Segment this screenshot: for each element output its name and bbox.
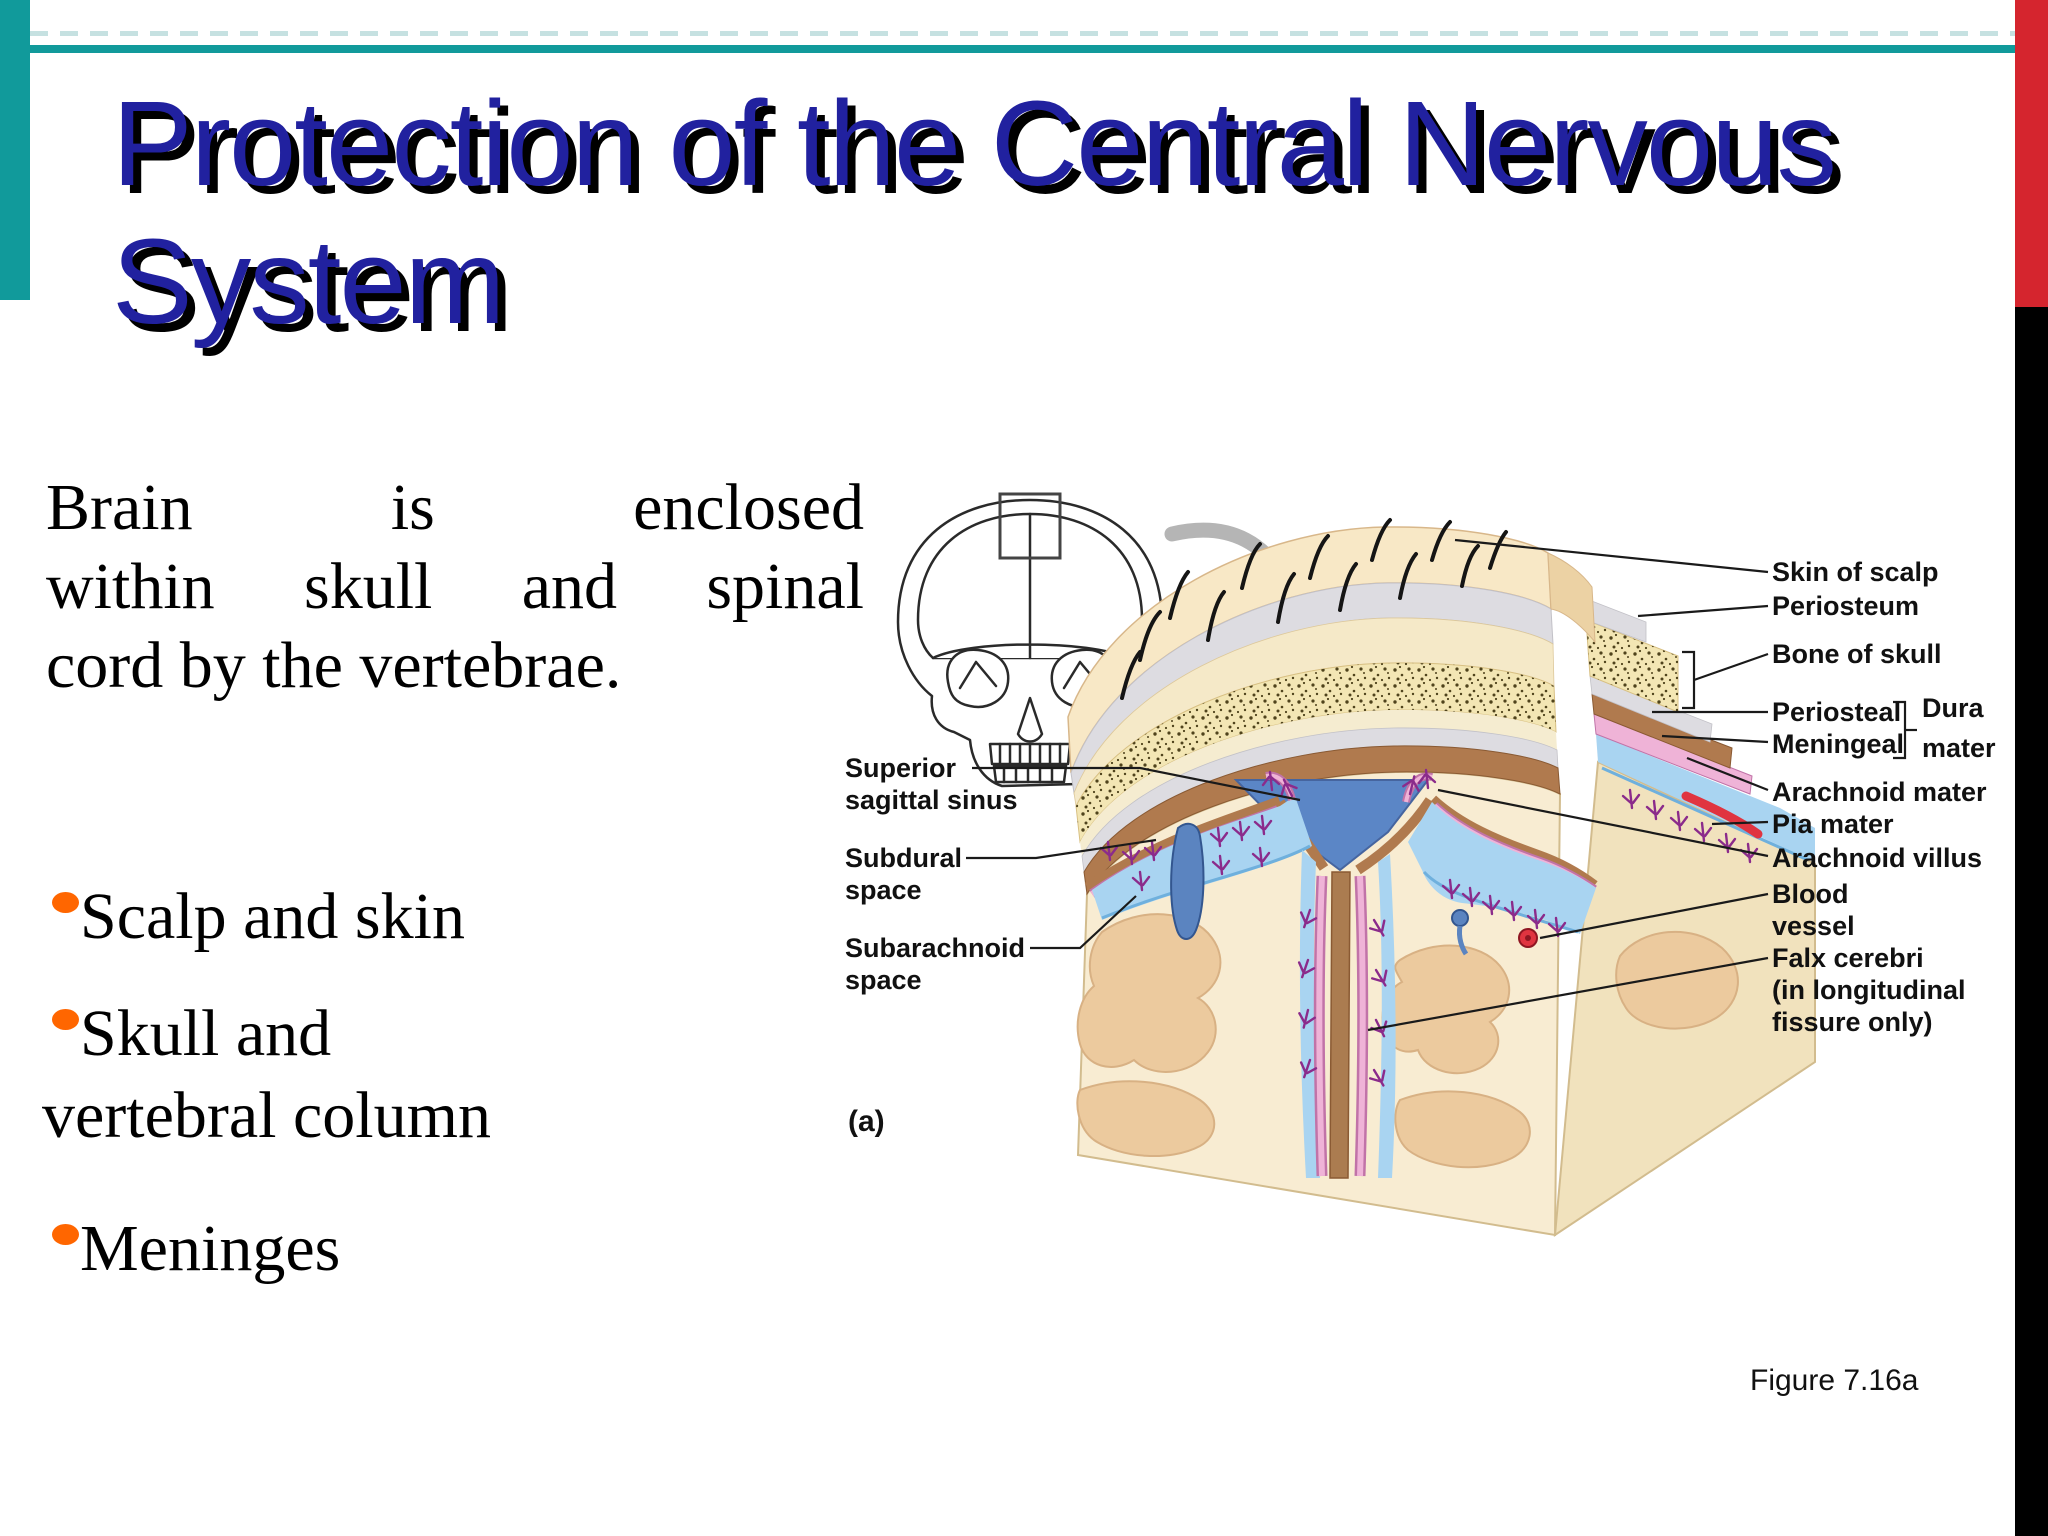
label-subdural-space: Subdural space — [845, 843, 963, 905]
meningeal-dura-front — [1083, 745, 1561, 896]
list-item: Scalp and skin — [80, 880, 465, 953]
teal-horizontal-rule — [30, 45, 2018, 53]
black-edge-strip — [2015, 307, 2048, 1536]
blood-vessel-side — [1681, 791, 1763, 839]
bullet-dot-icon — [52, 892, 79, 913]
label-arachnoid-villus: Arachnoid villus — [1772, 843, 1983, 873]
brain-gyri — [1076, 913, 1531, 1169]
label-blood-vessel: Blood vessel — [1772, 879, 1855, 941]
section-cut-box — [998, 492, 1062, 560]
figure-caption: Figure 7.16a — [1750, 1364, 1919, 1397]
label-periosteum: Periosteum — [1772, 591, 1920, 621]
subarachnoid-space-side — [1596, 734, 1815, 862]
slide-title-line-1: Protection of the Central Nervous — [112, 75, 1837, 211]
label-subarachnoid-space: Subarachnoid space — [845, 933, 1026, 995]
pia-mater-layer — [1601, 766, 1809, 862]
label-skin-of-scalp: Skin of scalp — [1772, 557, 1939, 587]
label-pia-mater: Pia mater — [1772, 809, 1894, 839]
list-item: Skull and vertebral column — [42, 997, 491, 1152]
skin-side-edge — [1547, 552, 1596, 644]
red-corner-accent — [2015, 0, 2048, 307]
gyrus — [1615, 930, 1739, 1030]
arachnoid-villus-sprouts — [1261, 768, 1437, 803]
label-superior-sagittal-sinus: Superior sagittal sinus — [845, 753, 1018, 815]
blood-vessel-blue — [1451, 909, 1469, 927]
scalp-hairs — [1120, 518, 1508, 700]
falx-cerebri — [1292, 850, 1396, 1179]
subarachnoid-space-right — [1408, 802, 1596, 934]
label-meningeal: Meningeal — [1772, 729, 1905, 759]
meninges-figure: Skin of scalp Periosteum Bone of skull P… — [840, 490, 2040, 1290]
cerebral-vein — [1170, 822, 1205, 940]
body-line: cord by the vertebrae. — [46, 629, 622, 702]
body-line: Brain is enclosed — [46, 471, 864, 544]
slide-title-line-2: System — [112, 213, 505, 349]
slide-title: Protection of the Central Nervous System — [112, 74, 1972, 350]
panel-label: (a) — [848, 1105, 885, 1138]
bullet-dot-icon — [52, 1224, 79, 1245]
label-arachnoid-mater: Arachnoid mater — [1772, 777, 1987, 807]
label-dura-mater: Dura mater — [1922, 693, 1996, 763]
label-periosteal: Periosteal — [1772, 697, 1902, 727]
leader-lines — [966, 538, 1917, 1032]
label-bone-of-skull: Bone of skull — [1772, 639, 1942, 669]
body-line: within skull and spinal — [46, 550, 864, 623]
teal-sidebar-accent — [0, 0, 30, 300]
label-falx-cerebri: Falx cerebri (in longitudinal fissure on… — [1772, 943, 1966, 1037]
body-paragraph: Brain is enclosed within skull and spina… — [46, 468, 864, 705]
list-item: Meninges — [80, 1212, 341, 1285]
meninges-diagram — [896, 492, 1917, 1237]
bullet-dot-icon — [52, 1009, 79, 1030]
teal-dashed-accent-line — [30, 31, 2015, 36]
bone-inner-table — [1080, 709, 1557, 856]
